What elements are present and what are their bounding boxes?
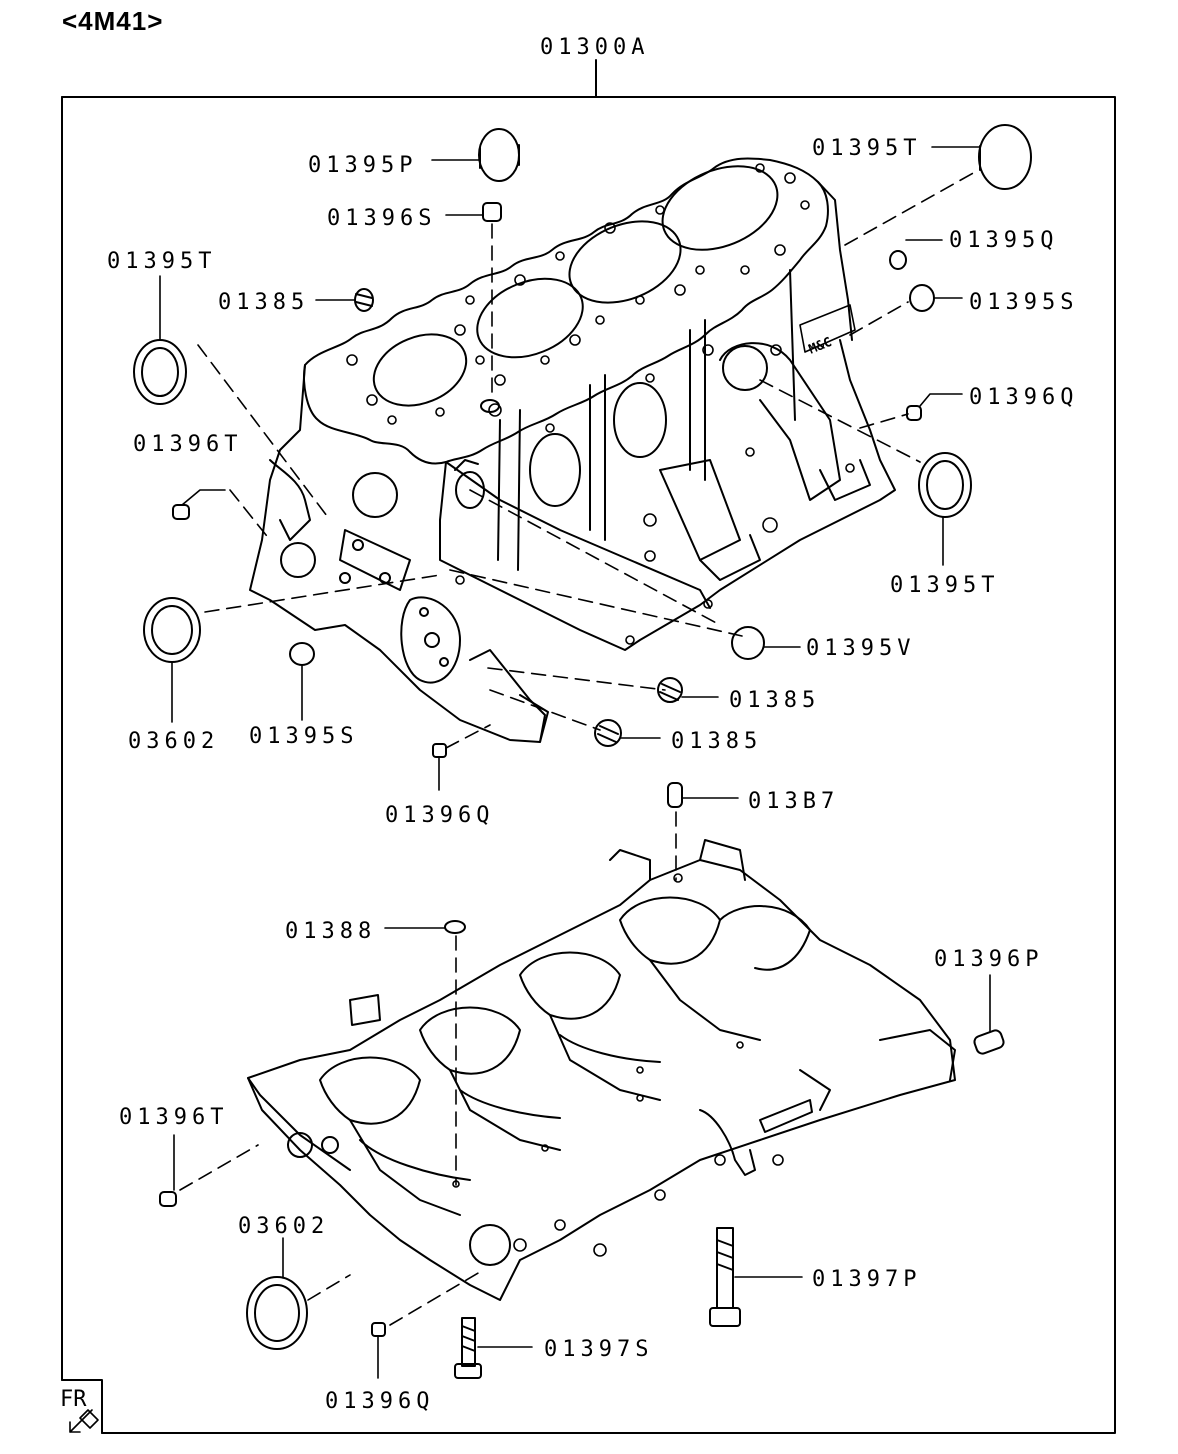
plug-01385-mid-icon xyxy=(657,677,683,703)
dowel-01387-icon xyxy=(667,782,683,808)
fr-arrow-icon xyxy=(69,1409,99,1433)
callout-01396T-upper: 01396T xyxy=(133,432,242,457)
callout-01395S-right: 01395S xyxy=(969,290,1078,315)
callout-01395P-top: 01395P xyxy=(308,153,417,178)
callout-01385-low: 01385 xyxy=(671,729,762,754)
plug-01385-icon xyxy=(354,288,374,312)
oring-01388-icon xyxy=(444,920,466,934)
plug-01395t-left-icon xyxy=(133,339,187,405)
dowel-01396q-right-icon xyxy=(906,405,922,421)
plug-01395t-icon xyxy=(978,124,1032,190)
diagram-frame xyxy=(61,96,1116,1434)
dowel-01396t-icon xyxy=(172,504,190,520)
cylinder-block-upper xyxy=(249,157,896,743)
callout-01396Q-mid: 01396Q xyxy=(385,803,494,828)
plug-01395t-right-icon xyxy=(918,452,972,518)
bolt-01397p-icon xyxy=(709,1227,741,1327)
callout-01385-mid: 01385 xyxy=(729,688,820,713)
loose-parts xyxy=(133,124,1032,1379)
callout-01396T-lower: 01396T xyxy=(119,1105,228,1130)
plug-01395q-icon xyxy=(889,250,907,270)
callout-01397P: 01397P xyxy=(812,1267,921,1292)
callout-03602-lower: 03602 xyxy=(238,1214,329,1239)
callout-01388: 01388 xyxy=(285,919,376,944)
fr-box xyxy=(61,1379,103,1434)
callout-01397S: 01397S xyxy=(544,1337,653,1362)
callout-01395S-lower: 01395S xyxy=(249,724,358,749)
callout-01396Q-right: 01396Q xyxy=(969,385,1078,410)
assembly-dashed-lines xyxy=(179,171,976,1326)
callout-01395V: 01395V xyxy=(806,636,915,661)
bolt-01397s-icon xyxy=(454,1317,482,1379)
assembly-label: 01300A xyxy=(540,35,649,60)
plug-01395p-icon xyxy=(478,128,520,182)
callout-01395T-left: 01395T xyxy=(107,249,216,274)
dowel-01396s-icon xyxy=(482,202,502,222)
leader-lines xyxy=(159,146,991,1379)
plug-01385-low-icon xyxy=(594,719,622,747)
plug-01395s-lower-icon xyxy=(289,642,315,666)
callout-01396Q-bottom: 01396Q xyxy=(325,1389,434,1414)
callout-01385-left: 01385 xyxy=(218,290,309,315)
bedplate-lower xyxy=(247,839,956,1301)
dowel-01396p-icon xyxy=(973,1029,1005,1055)
fr-label: FR xyxy=(60,1387,87,1412)
seal-03602-icon xyxy=(143,597,201,663)
callout-01395T-top-right: 01395T xyxy=(812,136,921,161)
engine-logo-text: M&C xyxy=(807,335,834,358)
callout-01395T-right: 01395T xyxy=(890,573,999,598)
callout-03602-upper: 03602 xyxy=(128,729,219,754)
callout-01387: 013B7 xyxy=(748,789,839,814)
dowel-01396q-bottom-icon xyxy=(371,1322,386,1337)
callout-01395Q: 01395Q xyxy=(949,228,1058,253)
plug-01395s-icon xyxy=(909,284,935,312)
callout-01396P: 01396P xyxy=(934,947,1043,972)
plug-01395v-icon xyxy=(731,626,765,660)
dowel-01396t-lower-icon xyxy=(159,1191,177,1207)
seal-03602-lower-icon xyxy=(246,1276,308,1350)
callout-01396S: 01396S xyxy=(327,206,436,231)
dowel-01396q-mid-icon xyxy=(432,743,447,758)
model-code-title: <4M41> xyxy=(62,6,164,36)
